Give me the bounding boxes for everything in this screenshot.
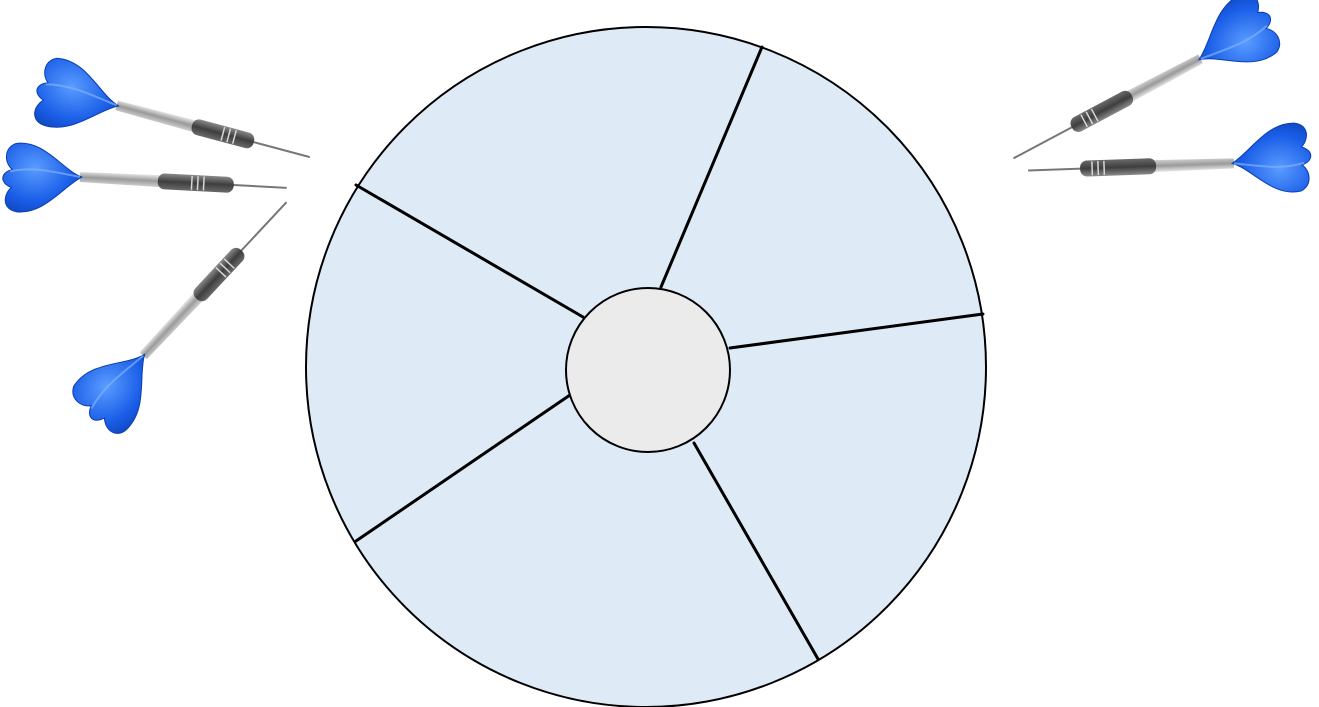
- dartboard: [306, 27, 986, 707]
- dart-icon: [1027, 123, 1312, 202]
- dart-icon: [66, 181, 315, 441]
- dart-icon: [1, 142, 288, 226]
- bullseye: [566, 288, 730, 452]
